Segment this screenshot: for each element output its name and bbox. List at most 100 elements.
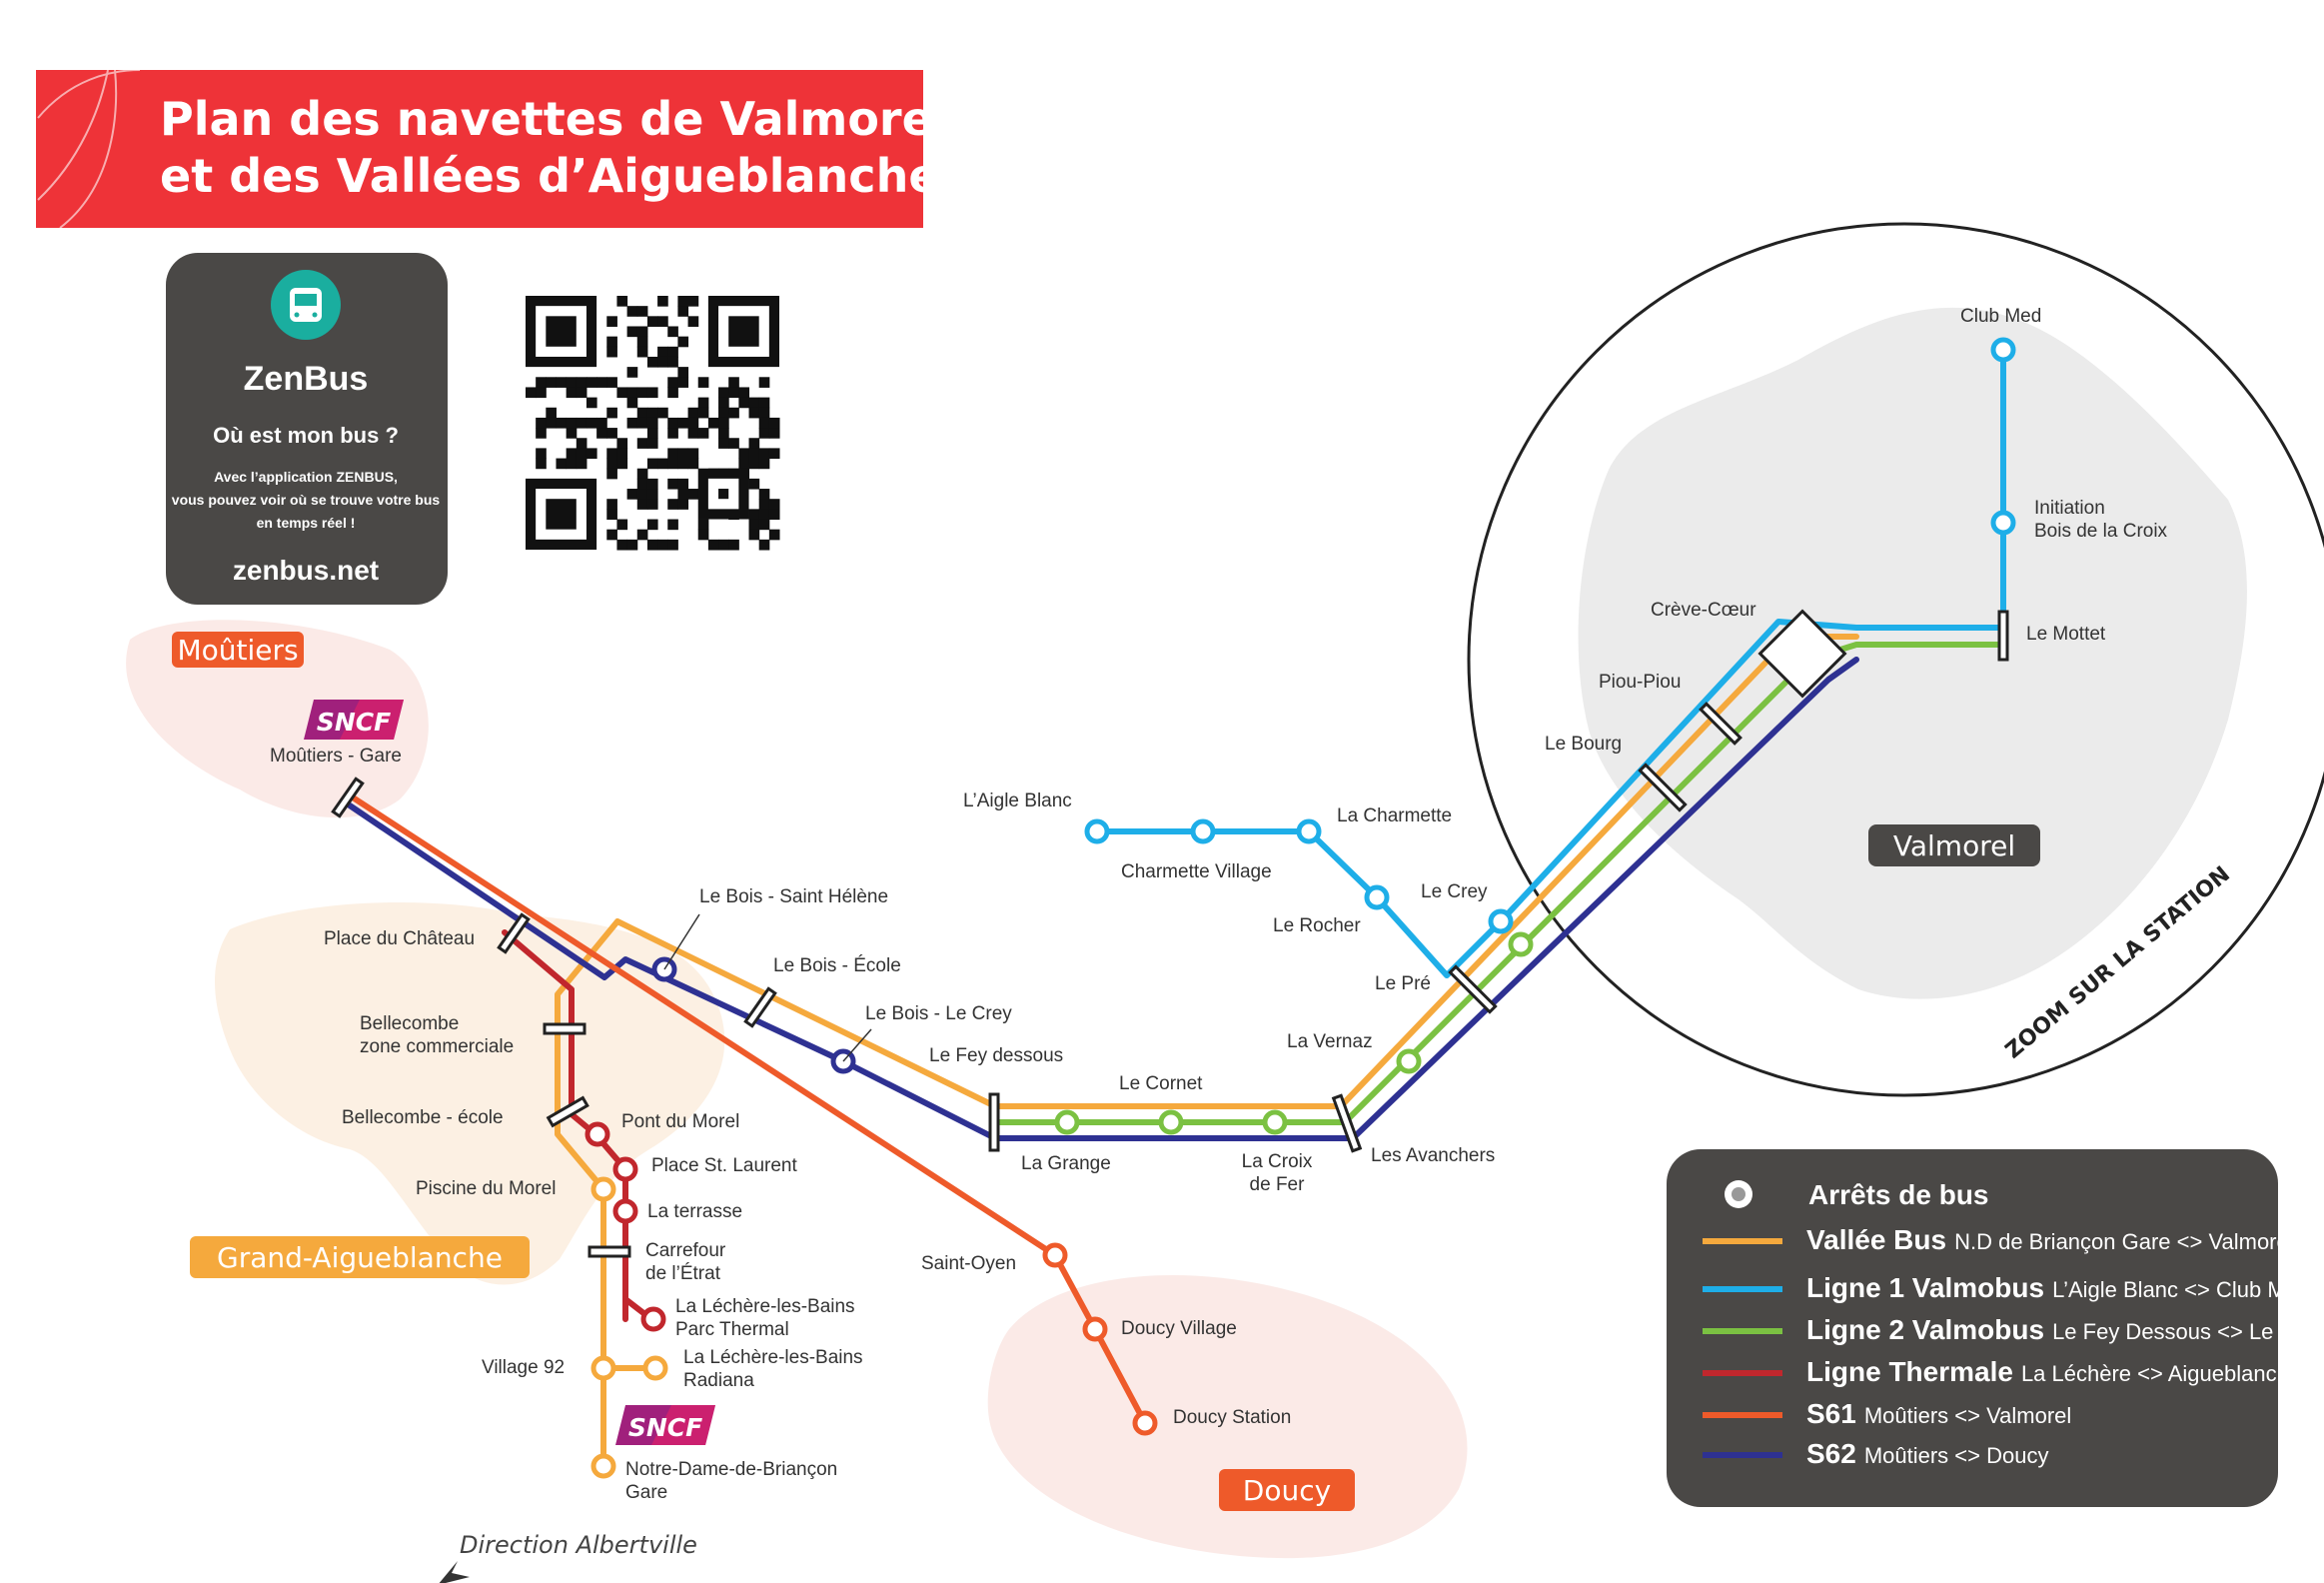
title-banner <box>36 70 923 228</box>
label-bellecombe-ecole: Bellecombe - école <box>342 1107 504 1128</box>
label-le-cornet: Le Cornet <box>1119 1073 1203 1094</box>
svg-text:SNCF: SNCF <box>628 1413 702 1442</box>
stop-le-cornet <box>1158 1109 1184 1135</box>
label-parc-thermal-1: La Léchère-les-Bains <box>675 1296 855 1317</box>
title-line-1: Plan des navettes de Valmorel <box>160 92 949 146</box>
zenbus-question: Où est mon bus ? <box>213 423 399 448</box>
town-label-doucy: Doucy <box>1243 1474 1331 1507</box>
stop-la-grange <box>1054 1109 1080 1135</box>
line-vallee-bus <box>555 634 1859 1465</box>
zenbus-text-2: vous pouvez voir où se trouve votre bus <box>172 492 441 508</box>
sncf-logo-ndb: SNCF <box>615 1405 715 1445</box>
direction-label: Direction Albertville <box>460 1531 697 1559</box>
stop-la-croix-de-fer <box>1262 1109 1288 1135</box>
town-badge-aigueblanche <box>190 1236 530 1278</box>
bar-place-chateau <box>497 912 531 954</box>
town-label-valmorel: Valmorel <box>1893 829 2015 862</box>
stop-pont-morel <box>584 1121 610 1147</box>
stop-le-crey-green <box>1508 931 1534 957</box>
stop-parc-thermal <box>640 1306 666 1332</box>
legend-title: Arrêts de bus <box>1808 1179 1989 1210</box>
label-la-grange: La Grange <box>1021 1153 1111 1174</box>
bar-moutiers-gare <box>331 777 365 818</box>
label-le-rocher: Le Rocher <box>1273 915 1361 936</box>
line-s61 <box>347 792 1148 1426</box>
label-croix-fer-2: de Fer <box>1250 1174 1306 1195</box>
bar-carrefour <box>587 1245 631 1258</box>
bar-avanchers <box>1331 1093 1363 1153</box>
label-charmette-village: Charmette Village <box>1121 861 1272 882</box>
bar-le-bourg <box>1638 763 1688 812</box>
moutiers-area <box>126 620 429 818</box>
town-badge-doucy <box>1219 1469 1355 1511</box>
stop-place-st-laurent <box>612 1156 638 1182</box>
sncf-logo-moutiers: SNCF <box>304 700 404 740</box>
label-initiation-2: Bois de la Croix <box>2034 521 2168 542</box>
label-saint-oyen: Saint-Oyen <box>921 1253 1016 1274</box>
label-radiana-1: La Léchère-les-Bains <box>683 1347 863 1368</box>
bar-le-mottet <box>1997 610 2009 662</box>
stop-charmette-village <box>1190 818 1216 844</box>
zenbus-text-3: en temps réel ! <box>257 515 356 531</box>
label-leaders <box>663 913 872 1062</box>
label-club-med: Club Med <box>1960 306 2041 327</box>
stop-la-charmette <box>1296 818 1322 844</box>
bar-creve-coeur <box>1757 609 1847 699</box>
label-moutiers-gare: Moûtiers - Gare <box>270 746 402 767</box>
stop-initiation <box>1990 510 2016 536</box>
stop-labels: Moûtiers - Gare Place du Château Belleco… <box>270 306 2168 1503</box>
zenbus-panel <box>166 253 448 605</box>
stop-doucy-station <box>1132 1410 1158 1436</box>
line-ligne-thermale <box>502 929 628 1322</box>
qr-code[interactable] <box>526 296 780 551</box>
label-croix-fer-1: La Croix <box>1242 1151 1313 1172</box>
label-village-92: Village 92 <box>482 1357 565 1378</box>
label-piscine-morel: Piscine du Morel <box>416 1178 556 1199</box>
stop-piscine-morel <box>590 1176 616 1202</box>
bar-piou-piou <box>1699 702 1743 746</box>
label-carrefour-1: Carrefour <box>645 1240 726 1261</box>
stop-doucy-village <box>1082 1316 1108 1342</box>
label-ndb-gare-1: Notre-Dame-de-Briançon <box>625 1459 837 1480</box>
stop-la-terrasse <box>612 1198 638 1224</box>
label-la-vernaz: La Vernaz <box>1287 1031 1373 1052</box>
label-bellecombe-zc-1: Bellecombe <box>360 1013 459 1034</box>
stop-la-vernaz <box>1396 1048 1422 1074</box>
stop-club-med <box>1990 337 2016 363</box>
direction-arrow-icon <box>439 1561 470 1583</box>
label-bois-crey: Le Bois - Le Crey <box>865 1003 1012 1024</box>
zenbus-name: ZenBus <box>244 360 369 398</box>
label-bois-st-helene: Le Bois - Saint Hélène <box>699 886 888 907</box>
bar-bellecombe-ecole <box>546 1095 589 1128</box>
label-le-crey: Le Crey <box>1421 881 1488 902</box>
label-piou-piou: Piou-Piou <box>1599 672 1681 693</box>
bar-bellecombe-zc <box>543 1022 586 1035</box>
zenbus-url[interactable]: zenbus.net <box>233 555 379 586</box>
label-bois-ecole: Le Bois - École <box>773 955 901 976</box>
legend-stop-icon <box>1725 1180 1752 1208</box>
label-aigle-blanc: L’Aigle Blanc <box>963 791 1072 811</box>
title-decoration <box>37 69 141 229</box>
label-pont-morel: Pont du Morel <box>621 1111 739 1132</box>
label-le-bourg: Le Bourg <box>1545 734 1622 755</box>
stop-le-rocher <box>1364 884 1390 910</box>
stop-village-92 <box>590 1355 616 1381</box>
town-badge-valmorel <box>1868 824 2040 866</box>
bus-icon <box>271 270 341 340</box>
circle-stops <box>584 337 2016 1479</box>
label-doucy-village: Doucy Village <box>1121 1318 1237 1339</box>
label-la-charmette: La Charmette <box>1337 805 1452 826</box>
stop-aigle-blanc <box>1084 818 1110 844</box>
stop-saint-oyen <box>1042 1242 1068 1268</box>
label-doucy-station: Doucy Station <box>1173 1407 1291 1428</box>
stop-le-crey <box>1488 908 1514 934</box>
label-avanchers: Les Avanchers <box>1371 1145 1495 1166</box>
label-ndb-gare-2: Gare <box>625 1482 667 1503</box>
valmorel-area <box>1578 307 2247 999</box>
label-radiana-2: Radiana <box>683 1370 754 1391</box>
town-label-aigueblanche: Grand-Aigueblanche <box>217 1241 503 1274</box>
label-creve-coeur: Crève-Cœur <box>1651 600 1756 621</box>
